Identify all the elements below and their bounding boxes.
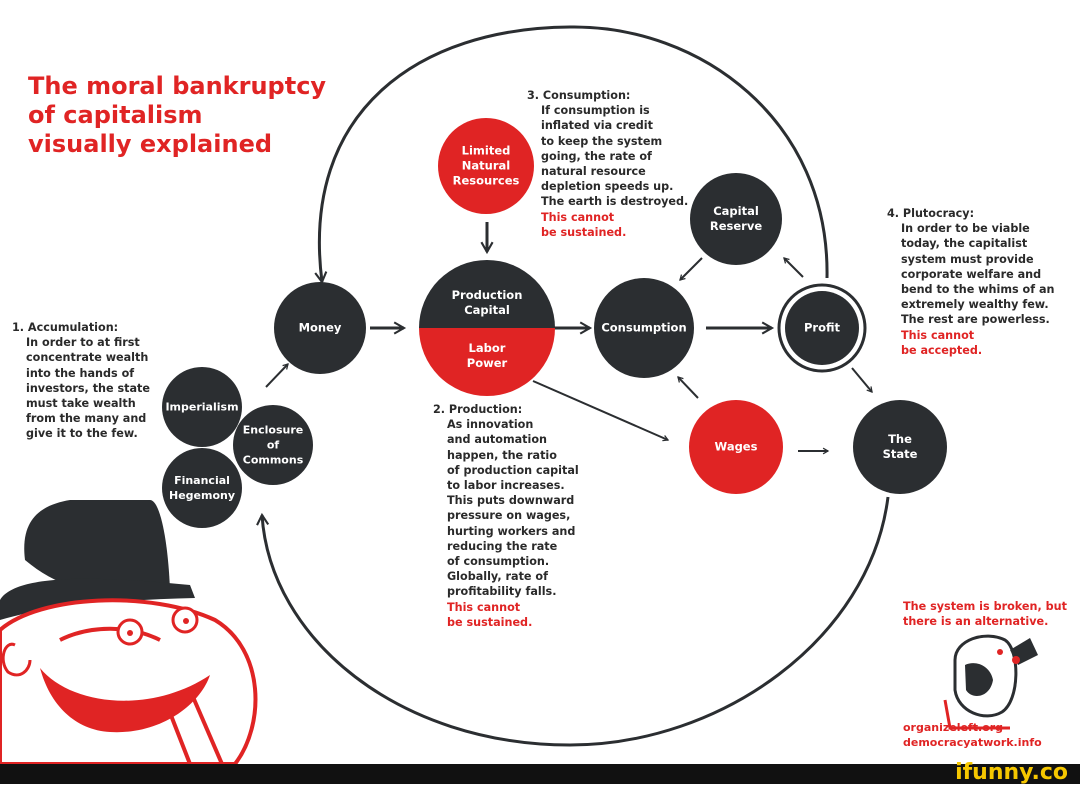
credit-democracyatwork: democracyatwork.info: [903, 736, 1042, 750]
the-state-label: The State: [882, 432, 918, 461]
credits: organizeleft.org democracyatwork.info: [903, 720, 1042, 750]
capital-reserve-node: [690, 173, 782, 265]
production-capital-label: Production Capital: [451, 288, 523, 317]
limited-natural-resources-label: Limited Natural Resources: [452, 143, 520, 188]
wages-node: [689, 400, 783, 494]
production-capital-node: [419, 260, 555, 328]
consumption-node: [594, 278, 694, 378]
financial-hegemony-node: [162, 448, 242, 528]
shouting-face-logo: [943, 634, 1038, 730]
imperialism-label: Imperialism: [165, 400, 239, 414]
arrow-labor-to-wages: [532, 380, 670, 442]
arrow-accumulation-to-money: [265, 363, 289, 388]
arrow-profit-to-reserve: [783, 257, 804, 278]
capital-reserve-label: Capital Reserve: [709, 204, 763, 233]
arrow-profit-to-state: [851, 367, 873, 393]
labor-power-label: Labor Power: [466, 341, 508, 370]
tagline: The system is broken, but there is an al…: [903, 600, 1067, 629]
profit-label: Profit: [803, 320, 841, 335]
accumulation-annotation: 1. Accumulation: In order to at first co…: [12, 321, 150, 441]
top-cycle-arc: [314, 25, 829, 285]
money-label: Money: [298, 320, 342, 335]
the-state-node: [853, 400, 947, 494]
arrow-wages-to-consumption: [677, 376, 699, 399]
labor-power-node: [419, 328, 555, 396]
limited-natural-resources-node: [438, 118, 534, 214]
enclosure-of-commons-label: Enclosure of Commons: [242, 423, 304, 467]
consumption-annotation: 3. Consumption: If consumption is inflat…: [527, 89, 689, 239]
production-warning: This cannot be sustained.: [447, 600, 533, 629]
profit-node: [785, 291, 859, 365]
plutocracy-warning: This cannot be accepted.: [901, 328, 983, 357]
bottom-cycle-arc: [256, 496, 890, 747]
watermark: ifunny.co: [955, 760, 1068, 785]
money-node: [274, 282, 366, 374]
financial-hegemony-label: Financial Hegemony: [168, 474, 236, 502]
page-title: The moral bankruptcy of capitalism visua…: [28, 72, 327, 158]
arrow-reserve-to-consumption: [679, 257, 703, 281]
consumption-warning: This cannot be sustained.: [541, 210, 627, 239]
plutocracy-annotation: 4. Plutocracy: In order to be viable tod…: [887, 207, 1055, 357]
footer-bar: [0, 764, 1080, 784]
production-annotation: 2. Production: As innovation and automat…: [433, 403, 579, 629]
troll-face-illustration: [0, 500, 258, 766]
imperialism-node: [162, 367, 242, 447]
credit-organizeleft: organizeleft.org: [903, 721, 1004, 734]
wages-label: Wages: [714, 439, 758, 454]
enclosure-of-commons-node: [233, 405, 313, 485]
consumption-label: Consumption: [601, 320, 687, 335]
